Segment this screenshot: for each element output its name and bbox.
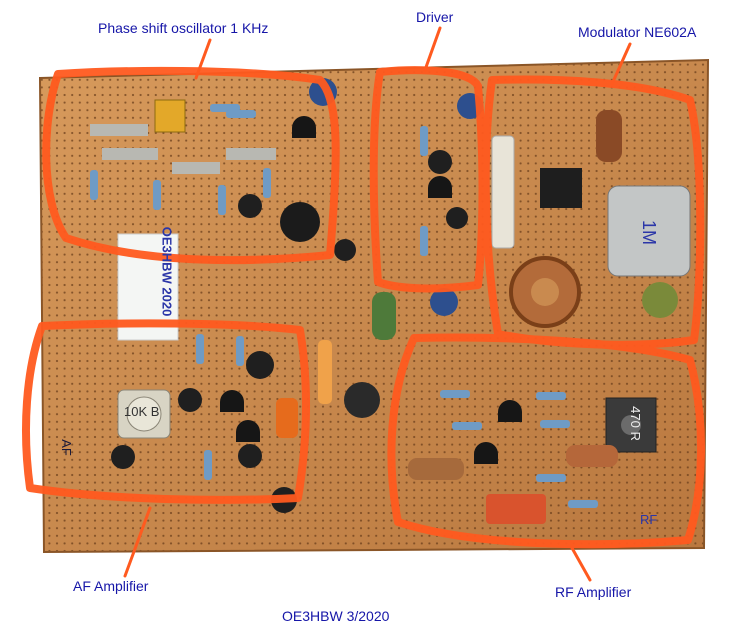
inductor-470r [605, 397, 657, 453]
trimmer-text: 10K B [124, 404, 160, 419]
metal-strips [90, 124, 276, 174]
credit-label: OE3HBW 3/2020 [282, 608, 390, 624]
inductor-text: 470 R [627, 406, 643, 441]
trimmer-potentiometer [117, 389, 171, 439]
toroid-coil [509, 256, 581, 328]
rf-leader [570, 546, 592, 582]
modulator-label: Modulator NE602A [578, 24, 697, 40]
ne602-ic [540, 168, 582, 208]
modulator-leader [610, 42, 632, 86]
modulator-outline [481, 75, 705, 349]
capacitors [111, 78, 678, 513]
resistors [90, 104, 598, 508]
driver-leader [423, 26, 442, 72]
rf-board-label: RF [640, 512, 658, 527]
af-leader [123, 506, 152, 578]
rf-amplifier-label: RF Amplifier [555, 584, 632, 600]
crystal-oscillator [607, 185, 691, 277]
af-amplifier-outline [22, 319, 310, 504]
transistors [220, 116, 522, 464]
phase-shift-leader [194, 38, 212, 80]
film-capacitors [276, 110, 622, 524]
rf-amplifier-outline [387, 333, 705, 549]
crystal-text: 1M [639, 219, 660, 246]
callsign-card-text: OE3HBW 2020 [159, 226, 175, 317]
phase-shift-outline [42, 66, 340, 265]
phase-shift-label: Phase shift oscillator 1 KHz [98, 20, 269, 36]
black-trimmer [280, 202, 320, 242]
driver-outline [369, 66, 487, 293]
af-board-label: AF [58, 439, 74, 456]
af-amplifier-label: AF Amplifier [73, 578, 149, 594]
driver-label: Driver [416, 9, 454, 25]
yellow-trimmer [154, 99, 186, 133]
